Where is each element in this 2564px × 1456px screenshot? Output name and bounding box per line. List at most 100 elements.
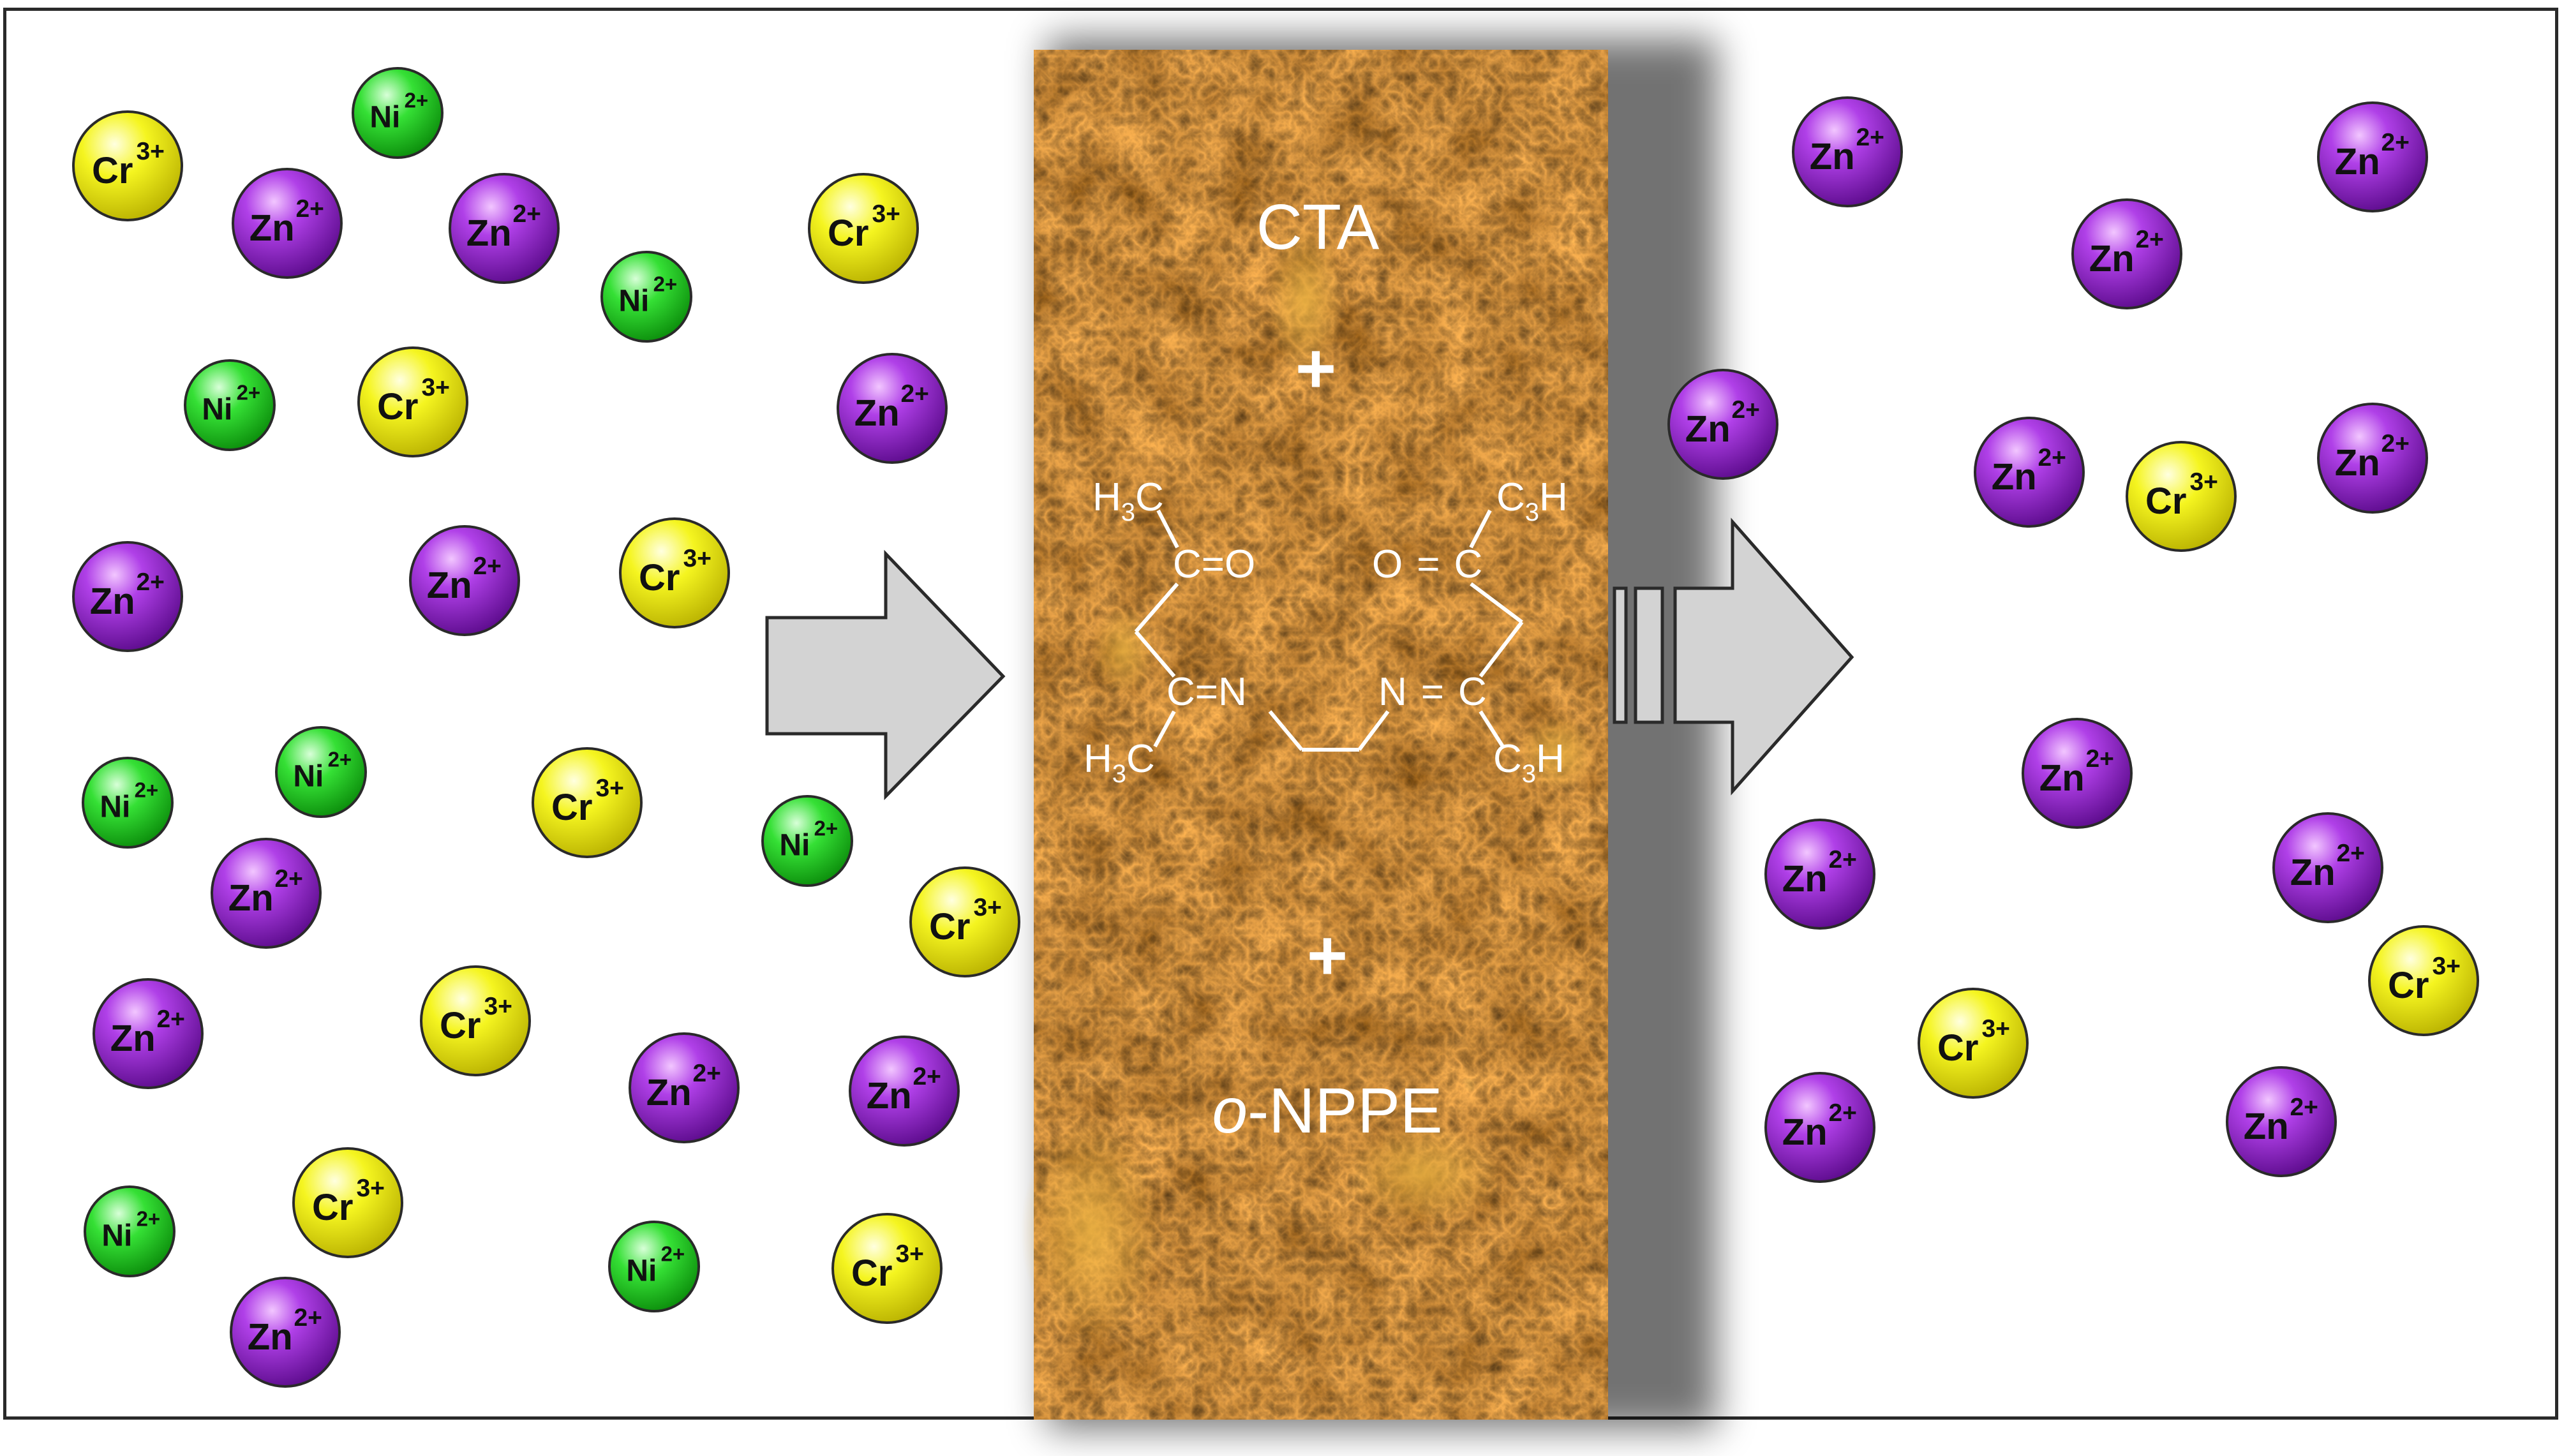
ion-charge: 2+ [661,1242,685,1266]
ion-sphere [600,251,692,343]
label-c3h-bottom: C3H [1493,737,1565,788]
ion-charge: 3+ [1981,1015,2009,1043]
ion-symbol: Cr [2388,965,2429,1006]
ion-symbol: Cr [828,212,868,254]
ion-charge: 2+ [1828,846,1856,873]
ion-symbol: Zn [1810,136,1855,177]
ion-sphere [1792,96,1903,207]
ion-charge: 2+ [2135,226,2163,253]
ion-sphere [2126,441,2237,552]
onppe-rest: -NPPE [1248,1075,1443,1147]
ion-symbol: Zn [2089,238,2135,279]
ion-symbol: Zn [646,1072,692,1113]
feed-ion-ni: Ni2+ [600,251,692,343]
bond-left-ch2-c [1134,630,1176,678]
ion-sphere [409,525,520,636]
ion-charge: 3+ [356,1175,384,1202]
ion-sphere [2226,1066,2337,1177]
ion-charge: 2+ [328,748,352,771]
ion-charge: 2+ [653,272,678,296]
label-h3c-bottom: H3C [1084,737,1155,788]
ion-charge: 2+ [2381,430,2409,457]
feed-ion-ni: Ni2+ [761,795,853,887]
ion-symbol: Cr [2145,480,2186,522]
ion-symbol: Zn [2335,141,2380,182]
ion-charge: 2+ [512,200,540,228]
membrane-plus-top: + [1295,329,1336,408]
ion-symbol: Zn [2290,852,2336,893]
ion-symbol: Zn [1782,858,1828,900]
ion-charge: 2+ [692,1060,720,1087]
ion-symbol: Ni [626,1254,657,1288]
membrane-block: CTA + + o-NPPE [1021,50,1608,1420]
ion-symbol: Cr [440,1005,481,1046]
ion-symbol: Ni [293,759,324,793]
bond-bridge-3 [1357,710,1390,751]
ion-symbol: Ni [369,100,400,134]
ion-symbol: Cr [1937,1027,1978,1069]
ion-sphere [420,965,531,1076]
label-c-eq-n-left: C=N [1166,670,1247,714]
ion-symbol: Cr [551,787,592,828]
ion-sphere [2022,718,2133,829]
bond-right-c-ch2 [1470,582,1523,624]
ion-sphere [2317,403,2428,514]
ion-sphere [1764,819,1875,930]
ion-charge: 2+ [295,195,324,223]
label-o-eq-c-right: O=C [1372,542,1482,586]
ion-symbol: Zn [248,1316,293,1358]
ion-charge: 3+ [2189,468,2217,496]
ion-charge: 2+ [814,817,839,840]
membrane-plus-bottom: + [1307,916,1348,995]
ion-charge: 3+ [973,894,1001,921]
ion-charge: 2+ [2336,840,2364,867]
feed-ion-ni: Ni2+ [275,726,367,818]
ion-symbol: Cr [92,150,133,191]
ion-sphere [84,1185,175,1277]
label-c-eq-o-left: C=O [1173,542,1255,586]
ion-charge: 2+ [2381,129,2409,156]
ion-sphere [2272,812,2383,923]
ion-charge: 2+ [405,89,429,112]
ion-symbol: Zn [110,1018,156,1059]
arrow-tail-bar-1 [1613,586,1628,724]
ion-symbol: Zn [228,877,274,919]
ion-charge: 3+ [136,138,164,165]
ion-symbol: Zn [2039,757,2085,799]
ion-sphere [232,168,343,279]
bond-right-methyl-bottom [1479,710,1505,748]
ion-sphere [292,1147,403,1258]
feed-ion-ni: Ni2+ [352,67,443,159]
ion-charge: 2+ [136,568,164,596]
ion-symbol: Zn [1782,1111,1828,1153]
ion-symbol: Zn [250,207,295,249]
permeate-arrow [1613,517,1854,796]
ion-charge: 3+ [683,545,711,572]
ion-symbol: Cr [377,386,418,427]
ion-sphere [849,1036,960,1147]
ion-charge: 2+ [2038,444,2066,472]
ion-sphere [2368,925,2479,1036]
ion-sphere [449,173,560,284]
carrier-molecule-structure [1134,509,1524,752]
ion-charge: 2+ [237,381,261,405]
